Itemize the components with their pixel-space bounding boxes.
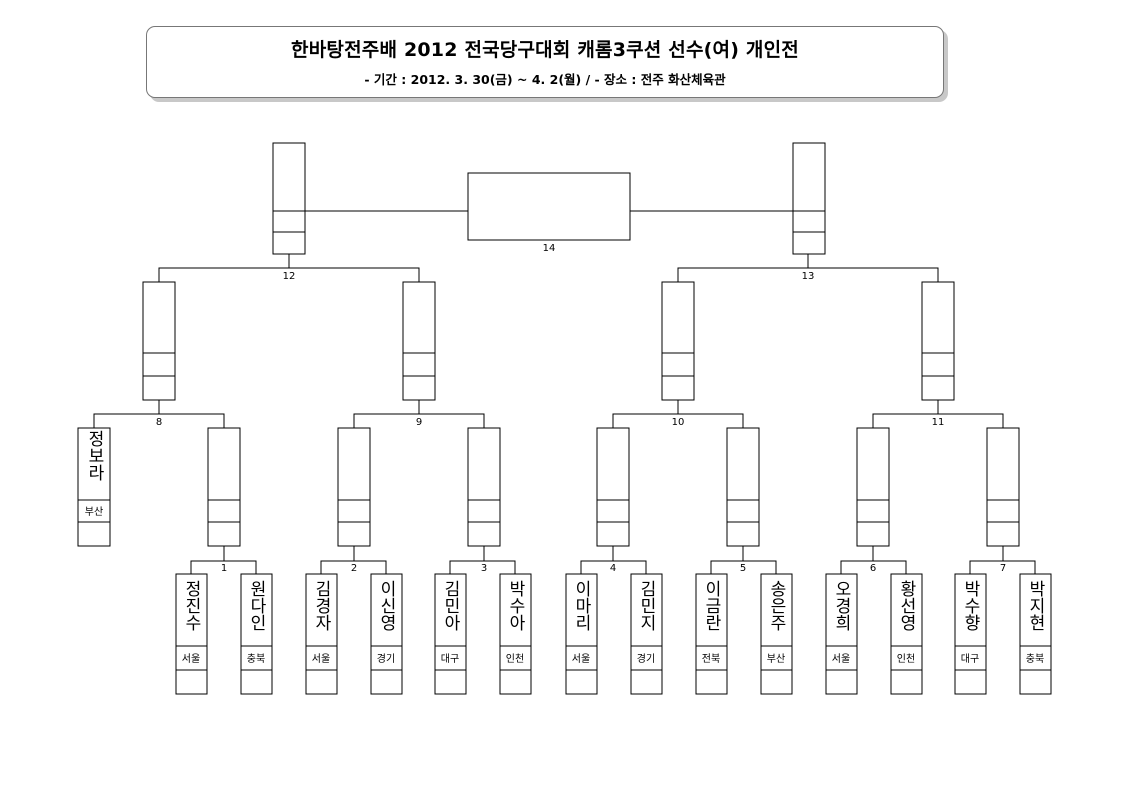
player-name-p7b: 박지현 bbox=[1025, 580, 1045, 631]
match-connector-7 bbox=[969, 546, 1036, 574]
match-number-10: 10 bbox=[672, 417, 685, 428]
match-number-14: 14 bbox=[543, 243, 556, 254]
match-number-4: 4 bbox=[610, 563, 616, 574]
player-region-p7b: 충북 bbox=[1026, 653, 1044, 665]
player-name-p3a: 김민아 bbox=[440, 580, 460, 631]
winner-box-11 bbox=[921, 281, 955, 401]
player-region-p5b: 부산 bbox=[767, 653, 785, 665]
player-box-p2b: 이신영 경기 bbox=[370, 573, 403, 695]
player-box-p6a: 오경희 서울 bbox=[825, 573, 858, 695]
player-region-p1a: 서울 bbox=[182, 653, 200, 665]
player-region-p4b: 경기 bbox=[637, 652, 655, 665]
winner-box-9 bbox=[402, 281, 436, 401]
player-region-p3b: 인천 bbox=[506, 653, 524, 665]
player-box-p3a: 김민아 대구 bbox=[434, 573, 467, 695]
match-number-1: 1 bbox=[221, 563, 227, 574]
player-region-p7a: 대구 bbox=[961, 653, 979, 665]
match-connector-13 bbox=[677, 254, 939, 282]
player-region-p4a: 서울 bbox=[572, 653, 590, 665]
match-connector-3 bbox=[449, 546, 516, 574]
match-number-3: 3 bbox=[481, 563, 487, 574]
player-region-p6a: 서울 bbox=[832, 653, 850, 665]
match-connector-5 bbox=[710, 546, 777, 574]
winner-box-2 bbox=[337, 427, 371, 547]
player-name-p4a: 이마리 bbox=[571, 580, 591, 631]
player-region-p1b: 충북 bbox=[247, 653, 265, 665]
match-number-5: 5 bbox=[740, 563, 746, 574]
player-name-p6b: 황선영 bbox=[896, 580, 916, 631]
player-region-p2b: 경기 bbox=[377, 652, 395, 665]
match-number-12: 12 bbox=[283, 271, 296, 282]
player-name-p5b: 송은주 bbox=[766, 580, 786, 631]
match-connector-2 bbox=[320, 546, 387, 574]
player-box-p4b: 김민지 경기 bbox=[630, 573, 663, 695]
winner-box-13 bbox=[792, 142, 826, 255]
player-name-p2a: 김경자 bbox=[311, 580, 331, 631]
match-number-9: 9 bbox=[416, 417, 422, 428]
player-box-p5a: 이금란 전북 bbox=[695, 573, 728, 695]
winner-box-8 bbox=[142, 281, 176, 401]
winner-box-6 bbox=[856, 427, 890, 547]
match-connector-11 bbox=[872, 400, 1004, 428]
player-box-p1a: 정진수 서울 bbox=[175, 573, 208, 695]
player-region-bye: 부산 bbox=[85, 506, 103, 518]
player-name-bye: 정보라 bbox=[84, 430, 104, 481]
winner-box-5 bbox=[726, 427, 760, 547]
player-box-p6b: 황선영 인천 bbox=[890, 573, 923, 695]
match-connector-12 bbox=[158, 254, 420, 282]
player-box-p3b: 박수아 인천 bbox=[499, 573, 532, 695]
winner-box-10 bbox=[661, 281, 695, 401]
winner-box-1 bbox=[207, 427, 241, 547]
match-connector-6 bbox=[840, 546, 907, 574]
match-number-7: 7 bbox=[1000, 563, 1006, 574]
player-name-p4b: 김민지 bbox=[636, 580, 656, 631]
champion-box bbox=[467, 172, 631, 241]
match-number-6: 6 bbox=[870, 563, 876, 574]
match-number-2: 2 bbox=[351, 563, 357, 574]
match-connector-10 bbox=[612, 400, 744, 428]
winner-box-12 bbox=[272, 142, 306, 255]
player-name-p3b: 박수아 bbox=[505, 580, 525, 631]
player-name-p6a: 오경희 bbox=[831, 580, 851, 631]
player-region-p6b: 인천 bbox=[897, 653, 915, 665]
match-connector-9 bbox=[353, 400, 485, 428]
match-number-13: 13 bbox=[802, 271, 815, 282]
player-name-p1a: 정진수 bbox=[181, 580, 201, 631]
player-box-p4a: 이마리 서울 bbox=[565, 573, 598, 695]
player-name-p2b: 이신영 bbox=[376, 580, 396, 631]
player-box-bye: 정보라 부산 bbox=[77, 427, 111, 547]
match-connector-8 bbox=[93, 400, 225, 428]
player-name-p7a: 박수향 bbox=[960, 580, 980, 631]
player-name-p1b: 원다인 bbox=[246, 580, 266, 631]
winner-box-4 bbox=[596, 427, 630, 547]
winner-box-7 bbox=[986, 427, 1020, 547]
page-title: 한바탕전주배 2012 전국당구대회 캐롬3쿠션 선수(여) 개인전 bbox=[291, 39, 799, 61]
player-box-p7b: 박지현 충북 bbox=[1019, 573, 1052, 695]
player-box-p2a: 김경자 서울 bbox=[305, 573, 338, 695]
player-box-p7a: 박수향 대구 bbox=[954, 573, 987, 695]
page-subtitle: - 기간 : 2012. 3. 30(금) ~ 4. 2(월) / - 장소 :… bbox=[364, 72, 726, 87]
match-connector-4 bbox=[580, 546, 647, 574]
player-region-p5a: 전북 bbox=[702, 653, 720, 665]
player-region-p3a: 대구 bbox=[441, 653, 459, 665]
player-name-p5a: 이금란 bbox=[701, 580, 721, 631]
header-box: 한바탕전주배 2012 전국당구대회 캐롬3쿠션 선수(여) 개인전 - 기간 … bbox=[146, 26, 944, 98]
match-connector-1 bbox=[190, 546, 257, 574]
player-box-p5b: 송은주 부산 bbox=[760, 573, 793, 695]
match-number-8: 8 bbox=[156, 417, 162, 428]
player-box-p1b: 원다인 충북 bbox=[240, 573, 273, 695]
winner-box-3 bbox=[467, 427, 501, 547]
player-region-p2a: 서울 bbox=[312, 653, 330, 665]
match-number-11: 11 bbox=[932, 417, 945, 428]
